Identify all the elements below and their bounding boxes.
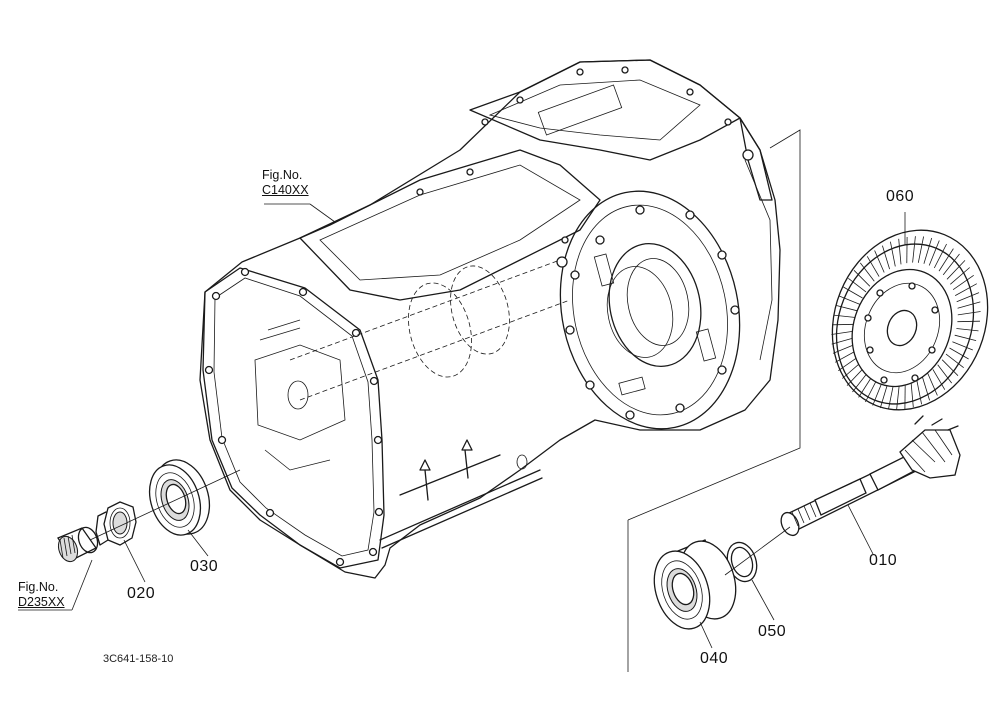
gear-tooth	[941, 359, 959, 376]
gear-tooth	[859, 262, 875, 282]
gear-tooth	[957, 320, 981, 323]
fig-ref-d235xx[interactable]: Fig.No. D235XX	[18, 580, 65, 610]
gear-tooth	[928, 240, 940, 266]
gear-tooth	[882, 245, 890, 270]
fig-ref-prefix: Fig.No.	[18, 580, 59, 594]
drawing-id: 3C641-158-10	[103, 653, 174, 665]
part-label-020[interactable]: 020	[127, 585, 156, 602]
gear-tooth	[888, 383, 895, 410]
fig-ref-prefix: Fig.No.	[262, 168, 303, 182]
gear-tooth	[927, 373, 938, 396]
gear-tooth	[952, 274, 974, 291]
gear-tooth	[866, 256, 880, 277]
gear-tooth	[917, 236, 924, 263]
gear-tooth	[957, 311, 981, 316]
spline-sleeve	[57, 526, 99, 563]
gear-tooth	[923, 237, 933, 264]
gear-tooth	[933, 243, 947, 269]
bearing-040	[653, 539, 737, 630]
gear-tooth	[832, 343, 856, 354]
fig-ref-c140xx[interactable]: Fig.No. C140XX	[262, 168, 309, 198]
transmission-case	[199, 59, 781, 579]
lock-nut-020	[95, 501, 137, 546]
gear-tooth	[922, 376, 930, 401]
gear-tooth	[945, 353, 964, 369]
part-label-050[interactable]: 050	[758, 623, 787, 640]
gear-tooth	[831, 330, 855, 335]
gear-tooth	[954, 334, 977, 341]
gear-tooth	[956, 328, 979, 332]
gear-tooth	[942, 253, 960, 276]
pinion-shaft-010	[780, 415, 961, 537]
gear-tooth	[831, 323, 855, 326]
part-label-060[interactable]: 060	[886, 188, 915, 205]
part-label-030[interactable]: 030	[190, 558, 219, 575]
gear-tooth	[835, 350, 857, 363]
gear-tooth	[952, 341, 973, 351]
gear-tooth	[843, 286, 863, 299]
leader-lines	[18, 203, 906, 649]
gear-tooth	[910, 381, 914, 408]
gear-tooth	[957, 301, 981, 309]
gear-tooth	[896, 383, 900, 410]
gear-tooth	[898, 238, 902, 265]
part-label-040[interactable]: 040	[700, 650, 729, 667]
gear-tooth	[839, 295, 860, 305]
gear-tooth	[946, 260, 966, 280]
fig-ref-code: C140XX	[262, 183, 309, 197]
gear-tooth	[949, 347, 969, 360]
gear-tooth	[912, 236, 916, 263]
gear-tooth	[848, 277, 867, 293]
bevel-gear-060	[831, 229, 989, 411]
gear-tooth	[916, 379, 922, 405]
group-bracket	[627, 129, 801, 672]
gear-tooth	[956, 292, 980, 303]
gear-tooth	[835, 305, 858, 312]
gear-tooth	[938, 248, 954, 272]
gear-tooth	[831, 337, 855, 345]
gear-tooth	[853, 270, 871, 287]
fig-ref-code: D235XX	[18, 595, 65, 609]
gear-tooth	[955, 283, 977, 296]
gear-tooth	[833, 314, 856, 318]
gear-tooth	[874, 250, 885, 273]
gear-tooth	[932, 369, 946, 390]
gear-tooth	[890, 241, 896, 267]
gear-tooth	[937, 364, 953, 384]
part-label-010[interactable]: 010	[869, 552, 898, 569]
gear-tooth	[950, 267, 970, 285]
bearing-030	[148, 459, 211, 536]
